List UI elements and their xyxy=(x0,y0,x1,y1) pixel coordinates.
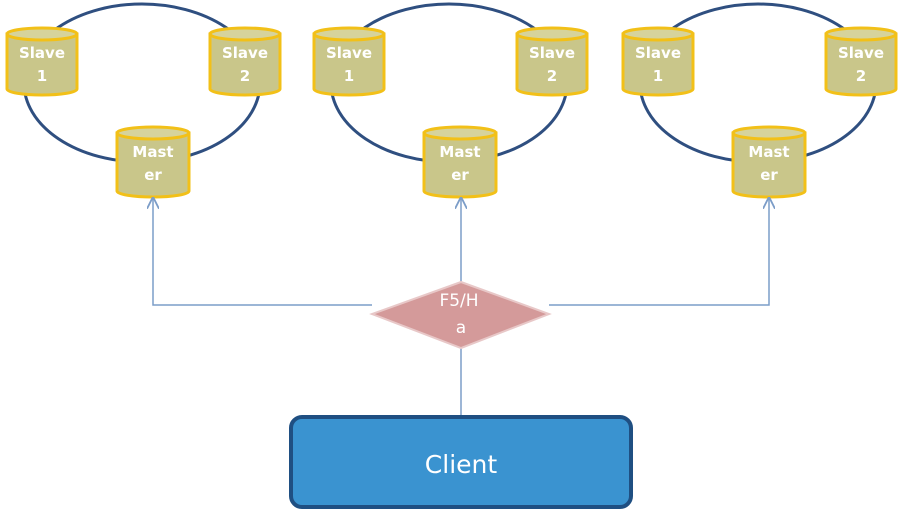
master-node: Mast er xyxy=(422,125,498,199)
connector-to-master-3 xyxy=(549,198,769,306)
node-label-line: Slave xyxy=(838,44,884,62)
cylinder-top xyxy=(731,125,807,141)
node-label-line: Slave xyxy=(529,44,575,62)
slave-1-node: Slave 1 xyxy=(5,26,79,97)
balancer-label-line: a xyxy=(456,318,466,338)
node-label-line: Mast xyxy=(439,143,480,161)
node-label-line: er xyxy=(144,166,162,184)
node-label-line: Slave xyxy=(19,44,65,62)
node-label-line: Slave xyxy=(326,44,372,62)
client-box xyxy=(289,415,633,509)
slave-1-node: Slave 1 xyxy=(312,26,386,97)
cylinder-top xyxy=(115,125,191,141)
cylinder-top xyxy=(422,125,498,141)
node-label-line: 2 xyxy=(240,67,250,85)
node-label-line: Slave xyxy=(635,44,681,62)
cylinder-top xyxy=(5,26,79,42)
connectors xyxy=(153,198,769,416)
master-node: Mast er xyxy=(115,125,191,199)
cylinder-body xyxy=(824,32,898,97)
load-balancer-node: F5/H a xyxy=(369,280,552,350)
client-node: Client xyxy=(289,415,633,509)
node-label-line: 1 xyxy=(344,67,354,85)
node-label-line: er xyxy=(451,166,469,184)
node-label-line: Slave xyxy=(222,44,268,62)
client-label: Client xyxy=(425,450,498,479)
cylinder-top xyxy=(208,26,282,42)
cylinder-body xyxy=(312,32,386,97)
node-label-line: Mast xyxy=(132,143,173,161)
node-label-line: 1 xyxy=(653,67,663,85)
cylinder-top xyxy=(312,26,386,42)
connector-to-master-1 xyxy=(153,198,372,306)
balancer-label-line: F5/H xyxy=(439,291,478,311)
node-label-line: er xyxy=(760,166,778,184)
node-label-line: Mast xyxy=(748,143,789,161)
slave-2-node: Slave 2 xyxy=(824,26,898,97)
cylinder-top xyxy=(621,26,695,42)
cylinder-body xyxy=(621,32,695,97)
cylinder-top xyxy=(515,26,589,42)
slave-1-node: Slave 1 xyxy=(621,26,695,97)
cylinder-body xyxy=(208,32,282,97)
node-label-line: 2 xyxy=(856,67,866,85)
cylinder-body xyxy=(5,32,79,97)
cylinder-body xyxy=(515,32,589,97)
master-node: Mast er xyxy=(731,125,807,199)
balancer-diamond xyxy=(369,280,552,350)
clusters: Slave1Slave2MasterSlave1Slave2MasterSlav… xyxy=(5,2,898,199)
node-label-line: 2 xyxy=(547,67,557,85)
cylinder-top xyxy=(824,26,898,42)
slave-2-node: Slave 2 xyxy=(515,26,589,97)
node-label-line: 1 xyxy=(37,67,47,85)
slave-2-node: Slave 2 xyxy=(208,26,282,97)
